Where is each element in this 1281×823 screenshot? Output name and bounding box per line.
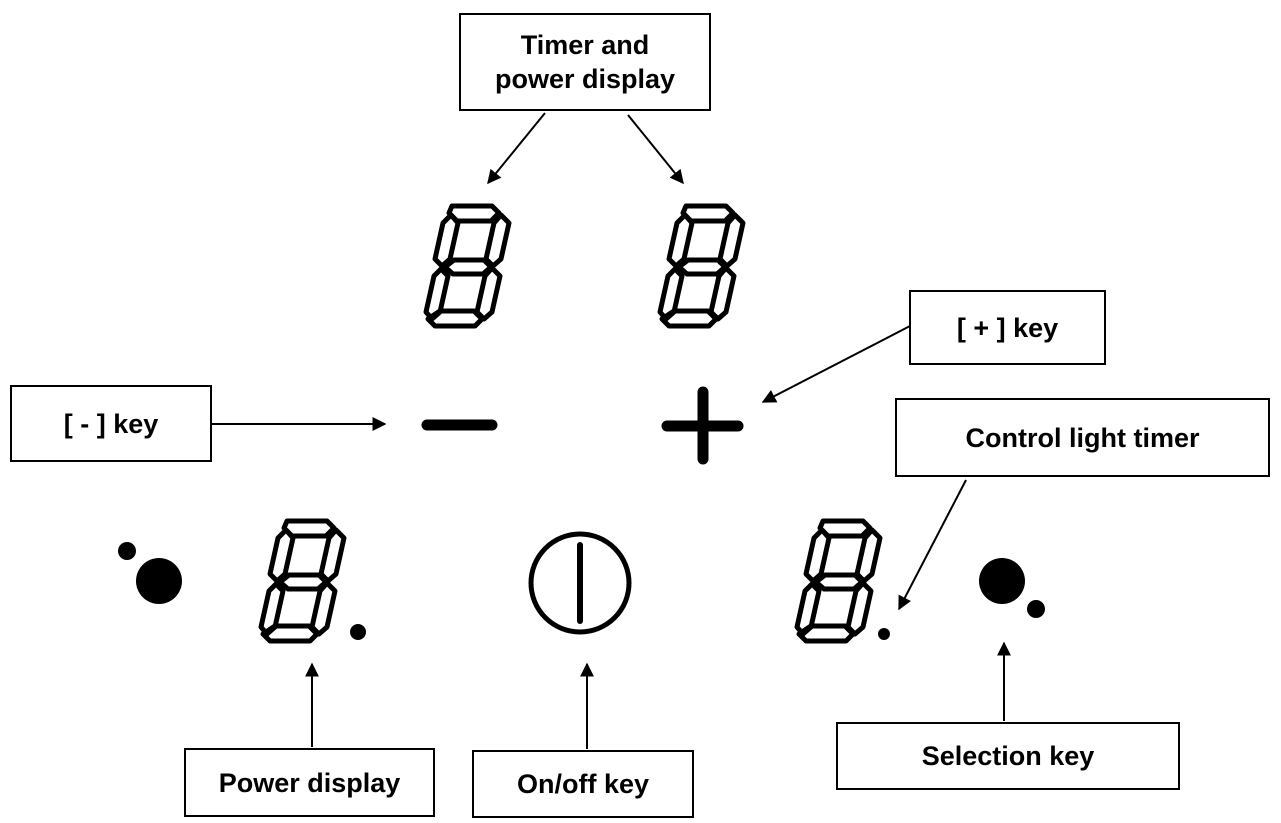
arrow-timer-right [627,114,684,185]
control-light-timer-dot [878,628,890,640]
selection-key-left-icon[interactable] [118,542,182,604]
label-on-off-key: On/off key [472,750,694,818]
power-icon[interactable] [528,531,632,635]
timer-digit-right [660,206,743,326]
arrow-control-light-timer [898,479,967,611]
arrow-plus-key [761,325,911,403]
power-display-digit [261,521,344,641]
plus-icon[interactable] [661,386,744,465]
label-timer-power-display: Timer and power display [459,13,711,111]
label-plus-key: [ + ] key [909,290,1106,365]
timer-digit-left [426,206,509,326]
label-selection-key: Selection key [836,722,1180,790]
arrow-timer-left [487,112,546,185]
right-display-digit [797,521,880,641]
selection-key-right-icon[interactable] [979,558,1045,618]
label-power-display: Power display [184,748,435,817]
power-display-dot [350,624,366,640]
label-control-light-timer: Control light timer [895,398,1270,477]
label-minus-key: [ - ] key [10,385,212,462]
